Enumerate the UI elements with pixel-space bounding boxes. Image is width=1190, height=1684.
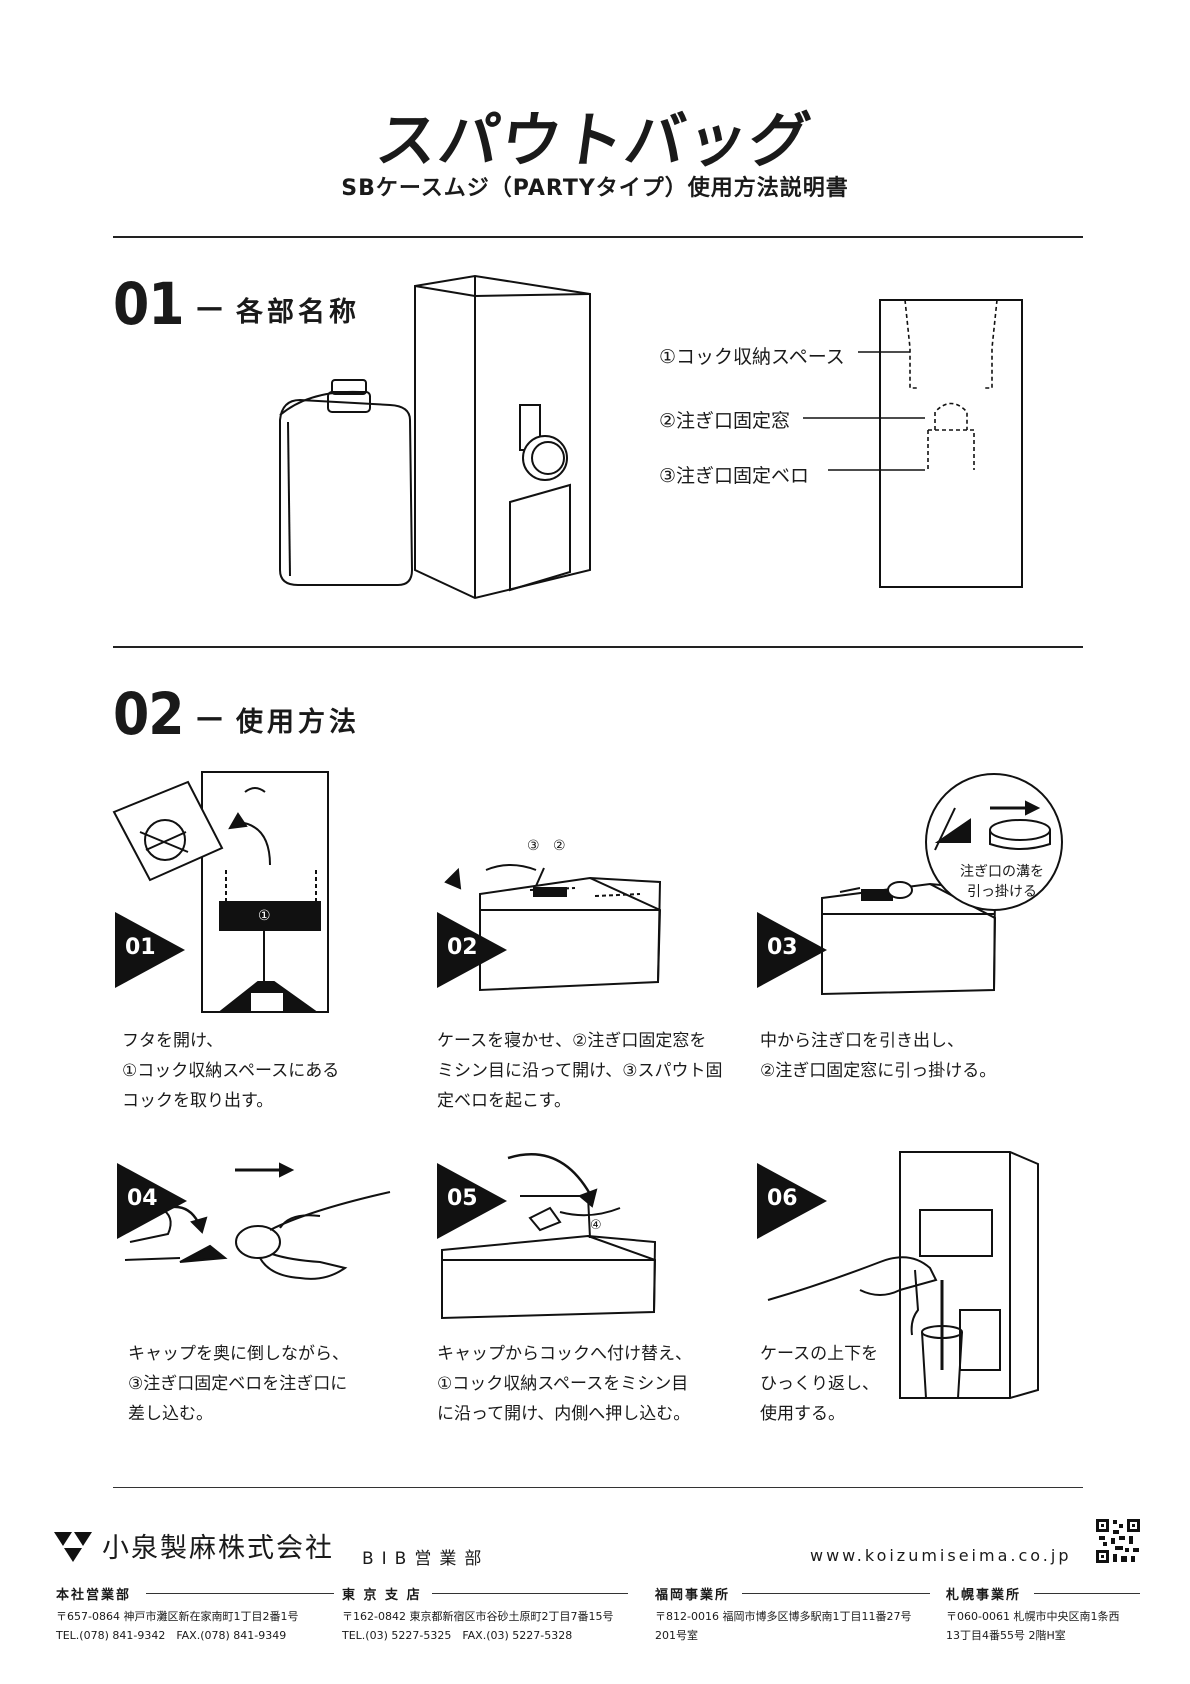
office-address-2: 201号室 (655, 1629, 698, 1642)
step6-illustration (767, 1151, 1039, 1399)
step-marker: ③ (527, 838, 540, 854)
step-badge (757, 912, 827, 988)
office-name: 本社営業部 (56, 1588, 132, 1603)
step-badge-label: 01 (125, 935, 156, 960)
step-badge (115, 912, 185, 988)
step-text: キャップからコックへ付け替え、 ①コック収納スペースをミシン目 に沿って開け、内… (437, 1344, 692, 1424)
parts-diagram (803, 299, 1023, 588)
website-url[interactable]: www.koizumiseima.co.jp (810, 1546, 1072, 1565)
office-address: 〒812-0016 福岡市博多区博多駅南1丁目11番27号 (655, 1610, 912, 1623)
step-text: フタを開け、 ①コック収納スペースにある コックを取り出す。 (122, 1031, 340, 1111)
office-address: 〒657-0864 神戸市灘区新在家南町1丁目2番1号 (56, 1610, 299, 1623)
office-phone: TEL.(078) 841-9342 FAX.(078) 841-9349 (56, 1629, 287, 1642)
step-badge-label: 06 (767, 1186, 798, 1211)
step-badge (117, 1163, 187, 1239)
section-number: 02 (113, 680, 185, 748)
step-badge (757, 1163, 827, 1239)
step-badge-label: 02 (447, 935, 478, 960)
company-logo-icon (54, 1532, 92, 1562)
section-number: 01 (113, 270, 185, 338)
office-phone: TEL.(03) 5227-5325 FAX.(03) 5227-5328 (342, 1629, 573, 1642)
page-subtitle: SBケースムジ（PARTYタイプ）使用方法説明書 (341, 176, 849, 201)
step-badge (437, 1163, 507, 1239)
company-dept: BIB営業部 (362, 1549, 490, 1569)
office-address: 〒060-0061 札幌市中央区南1条西 (946, 1610, 1120, 1623)
divider (113, 646, 1083, 648)
callout-bubble-text: 注ぎ口の溝を 引っ掛ける (960, 864, 1044, 900)
callout-spout-window: ②注ぎ口固定窓 (659, 410, 791, 432)
step-marker: ④ (590, 1218, 602, 1233)
section-title: 使用方法 (236, 707, 360, 738)
step-marker: ① (258, 908, 271, 924)
step4-illustration (124, 1162, 391, 1280)
office-address-2: 13丁目4番55号 2階H室 (946, 1629, 1066, 1642)
step1-illustration (112, 771, 329, 1013)
office-rule (432, 1593, 628, 1594)
divider (113, 1487, 1083, 1488)
product-illustration (279, 274, 591, 600)
step-badge-label: 03 (767, 935, 798, 960)
office-rule (742, 1593, 930, 1594)
office-name: 札幌事業所 (946, 1588, 1022, 1603)
step-text: ケースの上下を ひっくり返し、 使用する。 (760, 1344, 879, 1424)
step-text: キャップを奥に倒しながら、 ③注ぎ口固定ベロを注ぎ口に 差し込む。 (128, 1344, 349, 1424)
step-marker: ② (553, 838, 566, 854)
step-text: ケースを寝かせ、②注ぎ口固定窓を ミシン目に沿って開け、③スパウト固 定ベロを起… (437, 1031, 723, 1111)
section-dash: — (196, 702, 227, 733)
step-badge-label: 05 (447, 1186, 478, 1211)
step2-illustration (444, 864, 662, 992)
step-badge (437, 912, 507, 988)
callout-cock-space: ①コック収納スペース (659, 346, 845, 368)
step5-illustration (441, 1153, 657, 1320)
qr-code-icon[interactable] (1095, 1518, 1141, 1564)
section-dash: — (196, 292, 227, 323)
company-name: 小泉製麻株式会社 (102, 1533, 334, 1564)
office-name: 福岡事業所 (655, 1588, 731, 1603)
step3-illustration (821, 773, 1063, 996)
office-name: 東 京 支 店 (342, 1588, 422, 1603)
callout-spout-tab: ③注ぎ口固定ベロ (659, 465, 810, 487)
step-text: 中から注ぎ口を引き出し、 ②注ぎ口固定窓に引っ掛ける。 (760, 1031, 997, 1081)
office-address: 〒162-0842 東京都新宿区市谷砂土原町2丁目7番15号 (342, 1610, 614, 1623)
step-badge-label: 04 (127, 1186, 158, 1211)
divider (113, 236, 1083, 238)
office-rule (1034, 1593, 1140, 1594)
office-rule (146, 1593, 334, 1594)
section-title: 各部名称 (236, 297, 360, 328)
